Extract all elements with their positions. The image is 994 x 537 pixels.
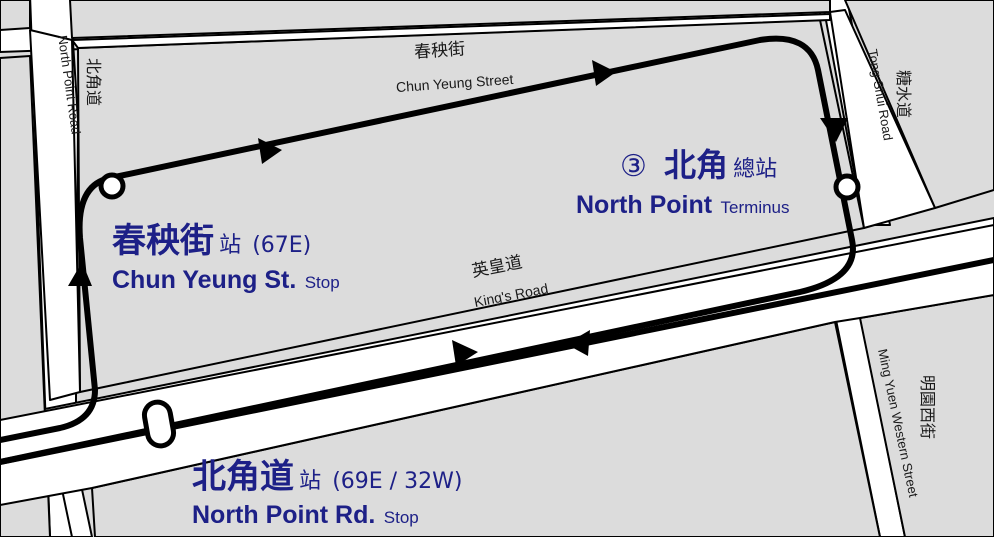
terminus-suffix-en: Terminus	[721, 198, 790, 217]
north-point-rd-label-en: North Point Rd. Stop	[192, 501, 419, 529]
surface-kings-road	[0, 224, 994, 506]
chun-yeung-routes: (67E)	[252, 233, 311, 258]
arrow-kings-road-west-icon	[566, 330, 590, 356]
label-chun-yeung-zh: 春秧街	[414, 39, 466, 63]
arrow-kings-road-east-icon	[452, 340, 478, 366]
label-ming-yuen-zh: 明園西街	[918, 375, 937, 439]
terminus-name-zh: 北角	[664, 146, 728, 184]
north-point-rd-suffix-zh: 站	[299, 469, 321, 494]
north-point-rd-label-zh: 北角道 站 (69E / 32W)	[192, 457, 462, 497]
north-point-rd-name-zh: 北角道	[192, 457, 294, 497]
stop-markers	[98, 172, 861, 449]
chun-yeung-label-zh: 春秧街 站 (67E)	[112, 221, 311, 261]
north-point-rd-suffix-en: Stop	[384, 508, 419, 527]
surface-north-point-road	[29, 29, 81, 401]
stop-marker-north-point-rd-icon[interactable]	[141, 399, 177, 449]
chun-yeung-label-en: Chun Yeung St. Stop	[112, 266, 340, 294]
stop-marker-terminus-icon[interactable]	[833, 173, 861, 201]
north-point-rd-routes: (69E / 32W)	[332, 469, 462, 494]
terminus-label-en: North Point Terminus	[576, 191, 790, 219]
chun-yeung-suffix-en: Stop	[305, 273, 340, 292]
north-point-rd-name-en: North Point Rd.	[192, 501, 375, 529]
label-tong-shui-zh: 糖水道	[894, 70, 913, 118]
direction-arrows	[68, 60, 848, 366]
arrow-north-point-rd-icon	[68, 262, 92, 286]
terminus-number: ③	[620, 149, 647, 184]
chun-yeung-suffix-zh: 站	[219, 233, 241, 258]
arrow-chun-yeung-1-icon	[258, 138, 282, 164]
terminus-suffix-zh: 總站	[733, 157, 777, 182]
surface-tong-shui	[829, 9, 936, 229]
street-surfaces	[0, 9, 994, 506]
chun-yeung-name-zh: 春秧街	[112, 221, 214, 261]
stop-labels: ③ 北角 總站 North Point Terminus 春秧街 站 (67E)…	[112, 146, 790, 529]
surface-chun-yeung	[71, 13, 831, 49]
chun-yeung-name-en: Chun Yeung St.	[112, 266, 296, 294]
terminus-name-en: North Point	[576, 191, 713, 219]
terminus-label-zh: ③ 北角 總站	[620, 146, 777, 184]
stop-marker-chun-yeung-icon[interactable]	[98, 172, 126, 200]
arrow-tong-shui-icon	[820, 118, 848, 142]
block-top-right	[844, 0, 994, 209]
label-north-point-road-zh: 北角道	[84, 58, 103, 106]
arrow-chun-yeung-2-icon	[592, 60, 616, 86]
block-top-left	[0, 0, 31, 31]
route-loop	[0, 35, 856, 465]
